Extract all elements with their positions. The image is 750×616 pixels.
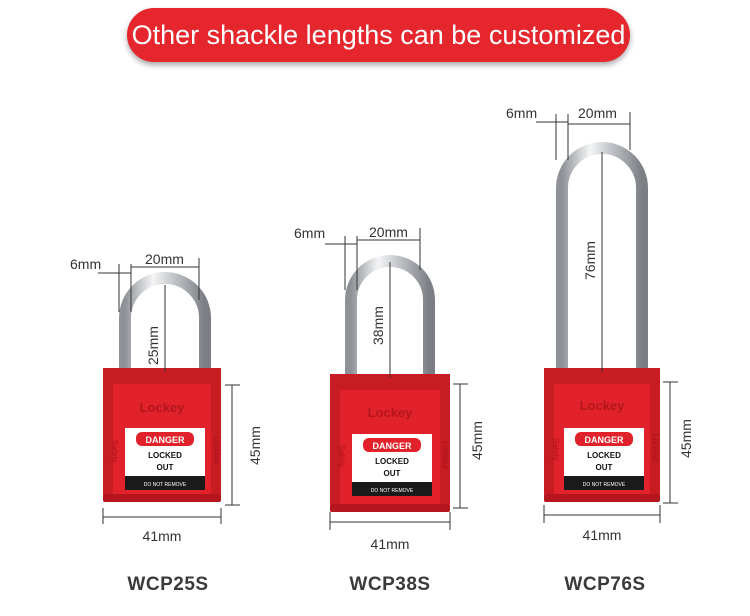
side-text-right: Lockout: [651, 434, 660, 463]
tag-line2: OUT: [596, 463, 613, 472]
body-width-label: 41mm: [143, 528, 182, 544]
body-height-label: 45mm: [247, 426, 263, 465]
side-text-right: Lockout: [441, 441, 450, 470]
tag-title: DANGER: [145, 435, 185, 445]
brand-emboss: Lockey: [580, 398, 626, 413]
model-label-wcp38s: WCP38S: [349, 574, 431, 595]
shackle: [345, 255, 435, 378]
tag-footer: DO NOT REMOVE: [371, 488, 414, 494]
tag-line2: OUT: [157, 463, 174, 472]
tag-title: DANGER: [584, 435, 624, 445]
lock-body: Lockey Safety Lockout DANGER LOCKED OUT …: [330, 374, 450, 512]
side-text-right: Lockout: [212, 436, 221, 465]
danger-tag: DANGER LOCKED OUT DO NOT REMOVE: [125, 428, 205, 490]
tag-footer: DO NOT REMOVE: [583, 482, 626, 488]
danger-tag: DANGER LOCKED OUT DO NOT REMOVE: [564, 428, 644, 490]
dimension-lines: [536, 112, 678, 523]
dimension-lines: [325, 228, 468, 530]
shackle-length-label: 38mm: [370, 306, 386, 345]
side-text-left: Safety: [551, 438, 560, 461]
shackle: [119, 272, 211, 372]
dimension-lines: [98, 258, 240, 524]
body-height-label: 45mm: [469, 421, 485, 460]
customization-banner: Other shackle lengths can be customized: [127, 8, 630, 62]
brand-emboss: Lockey: [368, 405, 414, 420]
body-width-label: 41mm: [583, 527, 622, 543]
lock-body: Lockey Safety Lockout DANGER LOCKED OUT …: [544, 368, 660, 502]
model-label-wcp76s: WCP76S: [564, 574, 646, 595]
model-label-wcp25s: WCP25S: [127, 574, 209, 595]
shackle: [556, 142, 648, 372]
brand-emboss: Lockey: [140, 400, 186, 415]
tag-line2: OUT: [384, 469, 401, 478]
padlock-wcp25s: Lockey Safety Lockout DANGER LOCKED OUT …: [70, 251, 263, 544]
side-text-left: Safety: [110, 440, 119, 463]
shackle-width-label: 20mm: [578, 105, 617, 121]
lock-body: Lockey Safety Lockout DANGER LOCKED OUT …: [103, 368, 221, 502]
tag-footer: DO NOT REMOVE: [144, 482, 187, 488]
side-text-left: Safety: [337, 445, 346, 468]
tag-title: DANGER: [372, 441, 412, 451]
shackle-width-label: 20mm: [145, 251, 184, 267]
padlock-wcp38s: Lockey Safety Lockout DANGER LOCKED OUT …: [294, 224, 485, 552]
danger-tag: DANGER LOCKED OUT DO NOT REMOVE: [352, 434, 432, 496]
body-height-label: 45mm: [678, 419, 694, 458]
tag-line1: LOCKED: [375, 457, 409, 466]
shackle-width-label: 20mm: [369, 224, 408, 240]
shackle-diameter-label: 6mm: [70, 256, 101, 272]
shackle-diameter-label: 6mm: [294, 225, 325, 241]
tag-line1: LOCKED: [148, 451, 182, 460]
tag-line1: LOCKED: [587, 451, 621, 460]
shackle-length-label: 25mm: [145, 326, 161, 365]
shackle-length-label: 76mm: [582, 241, 598, 280]
shackle-diameter-label: 6mm: [506, 105, 537, 121]
padlock-wcp76s: Lockey Safety Lockout DANGER LOCKED OUT …: [506, 105, 694, 543]
body-width-label: 41mm: [371, 536, 410, 552]
